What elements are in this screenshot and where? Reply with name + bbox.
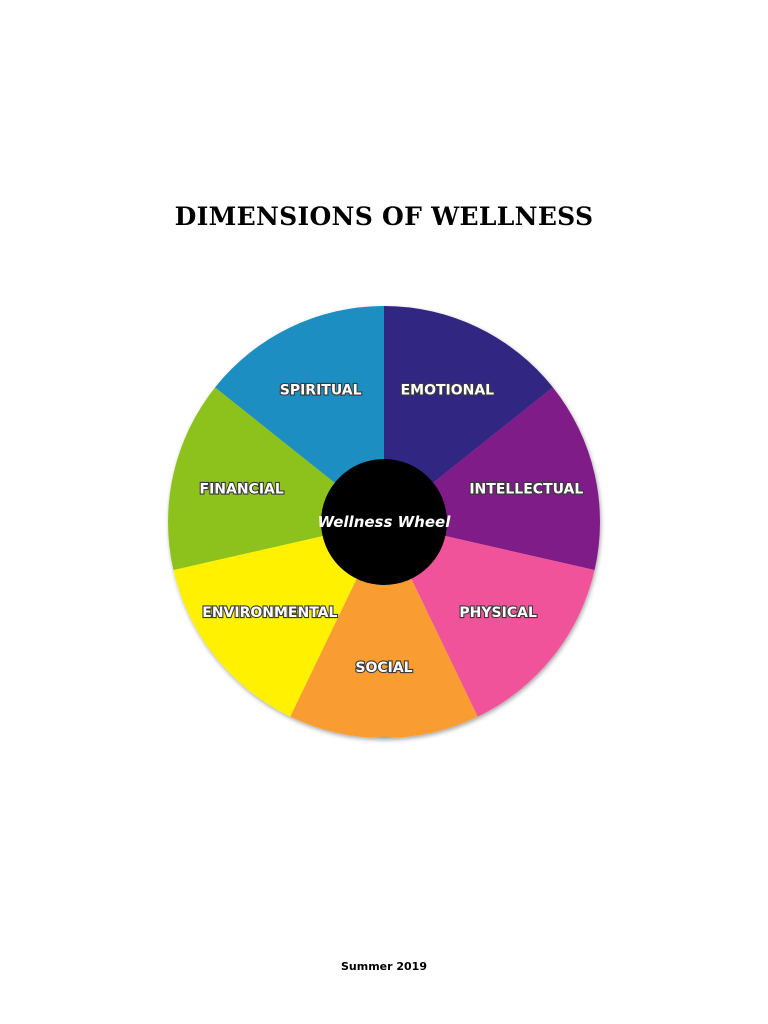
wheel-segment-environmental: [173, 522, 384, 717]
wheel-label-intellectual: INTELLECTUAL: [469, 482, 583, 498]
page-title: DIMENSIONS OF WELLNESS: [174, 202, 594, 231]
wellness-wheel-graphic: EMOTIONAL INTELLECTUAL PHYSICAL SOCIAL ENVIR…: [168, 306, 600, 739]
footer-date: Summer 2019: [340, 960, 427, 973]
wheel-label-emotional: EMOTIONAL: [401, 382, 495, 398]
wheel-center-label: Wellness Wheel: [318, 513, 452, 531]
wheel-label-physical: PHYSICAL: [459, 605, 537, 621]
wheel-label-social: SOCIAL: [355, 660, 412, 676]
wheel-hub: [321, 459, 447, 585]
wheel-segment-physical: [384, 522, 595, 717]
wheel-label-environmental: ENVIRONMENTAL: [202, 605, 337, 621]
wheel-segment-spiritual: [215, 306, 384, 522]
wheel-segment-social: [290, 522, 478, 739]
wheel-segment-emotional: [384, 306, 553, 522]
wheel-label-spiritual: SPIRITUAL: [280, 382, 362, 398]
wellness-wheel: EMOTIONAL INTELLECTUAL PHYSICAL SOCIAL ENVIR…: [160, 303, 608, 743]
wheel-label-financial: FINANCIAL: [200, 482, 284, 498]
